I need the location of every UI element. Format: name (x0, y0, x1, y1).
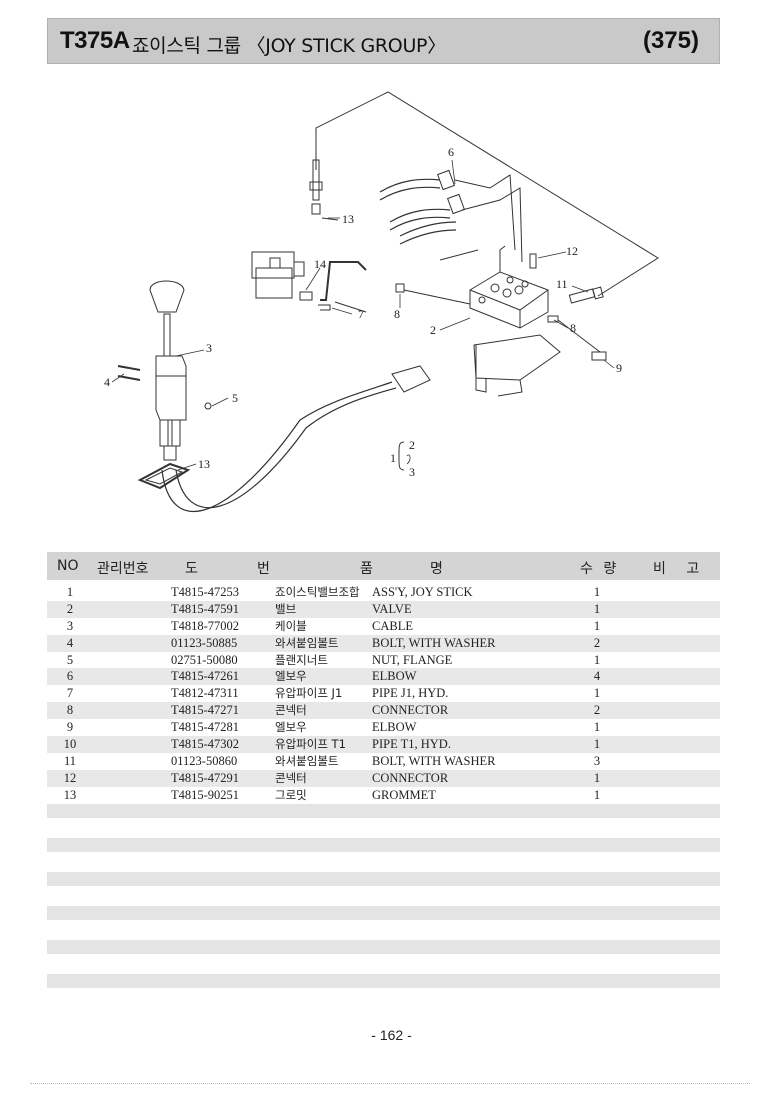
header-drawing-1: 도 (185, 561, 198, 577)
group-title: 죠이스틱 그룹 〈JOY STICK GROUP〉 (132, 35, 446, 57)
callout-1: 1 (390, 451, 396, 465)
header-drawing-2: 번 (257, 561, 270, 577)
bracket-item-2: 2 (409, 438, 415, 452)
bracket-item-3: 3 (409, 465, 415, 479)
grommet-13 (137, 462, 191, 490)
callout-4: 4 (104, 375, 110, 389)
empty-band (47, 804, 720, 818)
mounting-bracket (473, 334, 561, 397)
group-code: T375A (60, 27, 130, 54)
callout-9: 9 (616, 361, 622, 375)
cable (161, 381, 397, 512)
callout-7: 7 (358, 307, 364, 321)
empty-band (47, 906, 720, 920)
empty-band (47, 872, 720, 886)
header-qty: 수 량 (580, 561, 620, 577)
callout-2: 2 (430, 323, 436, 337)
header-remark: 비 고 (653, 561, 700, 577)
empty-band (47, 940, 720, 954)
header-mgmt-no: 관리번호 (97, 561, 149, 577)
connector-12 (309, 159, 323, 215)
callout-14: 14 (314, 257, 326, 271)
parts-table-header: NO 관리번호 도 번 품 명 수 량 비 고 (47, 552, 720, 580)
connector-8b (547, 315, 559, 323)
callout-5: 5 (232, 391, 238, 405)
callout-10: 11 (556, 277, 568, 291)
hoses-6 (379, 178, 457, 245)
pipe-j1 (320, 261, 367, 301)
callout-12: 13 (342, 212, 354, 226)
bolts-4 (117, 365, 141, 381)
bolt-10 (568, 286, 604, 304)
elbow-9 (591, 351, 607, 361)
page-header: T375A 죠이스틱 그룹 〈JOY STICK GROUP〉 (375) (47, 18, 720, 64)
header-item-2: 명 (430, 561, 443, 577)
pipe-t1 (315, 91, 659, 297)
empty-band (47, 838, 720, 852)
page-number: - 162 - (371, 1027, 412, 1043)
callout-3: 3 (206, 341, 212, 355)
solenoid-14 (251, 251, 313, 301)
nut-5 (204, 402, 212, 410)
header-item-1: 품 (360, 561, 373, 577)
empty-band (47, 974, 720, 988)
callout-11: 12 (566, 244, 578, 258)
callout-8b: 8 (570, 321, 576, 335)
bolt-11 (529, 253, 537, 269)
footer-divider (30, 1083, 750, 1088)
callout-6: 6 (448, 145, 454, 159)
valve-block-2 (469, 271, 549, 329)
callout-13: 13 (198, 457, 210, 471)
header-no: NO (57, 558, 79, 574)
callout-8a: 8 (394, 307, 400, 321)
page-reference: (375) (642, 27, 699, 54)
connector-8a (395, 283, 405, 293)
joystick-3 (149, 280, 187, 461)
